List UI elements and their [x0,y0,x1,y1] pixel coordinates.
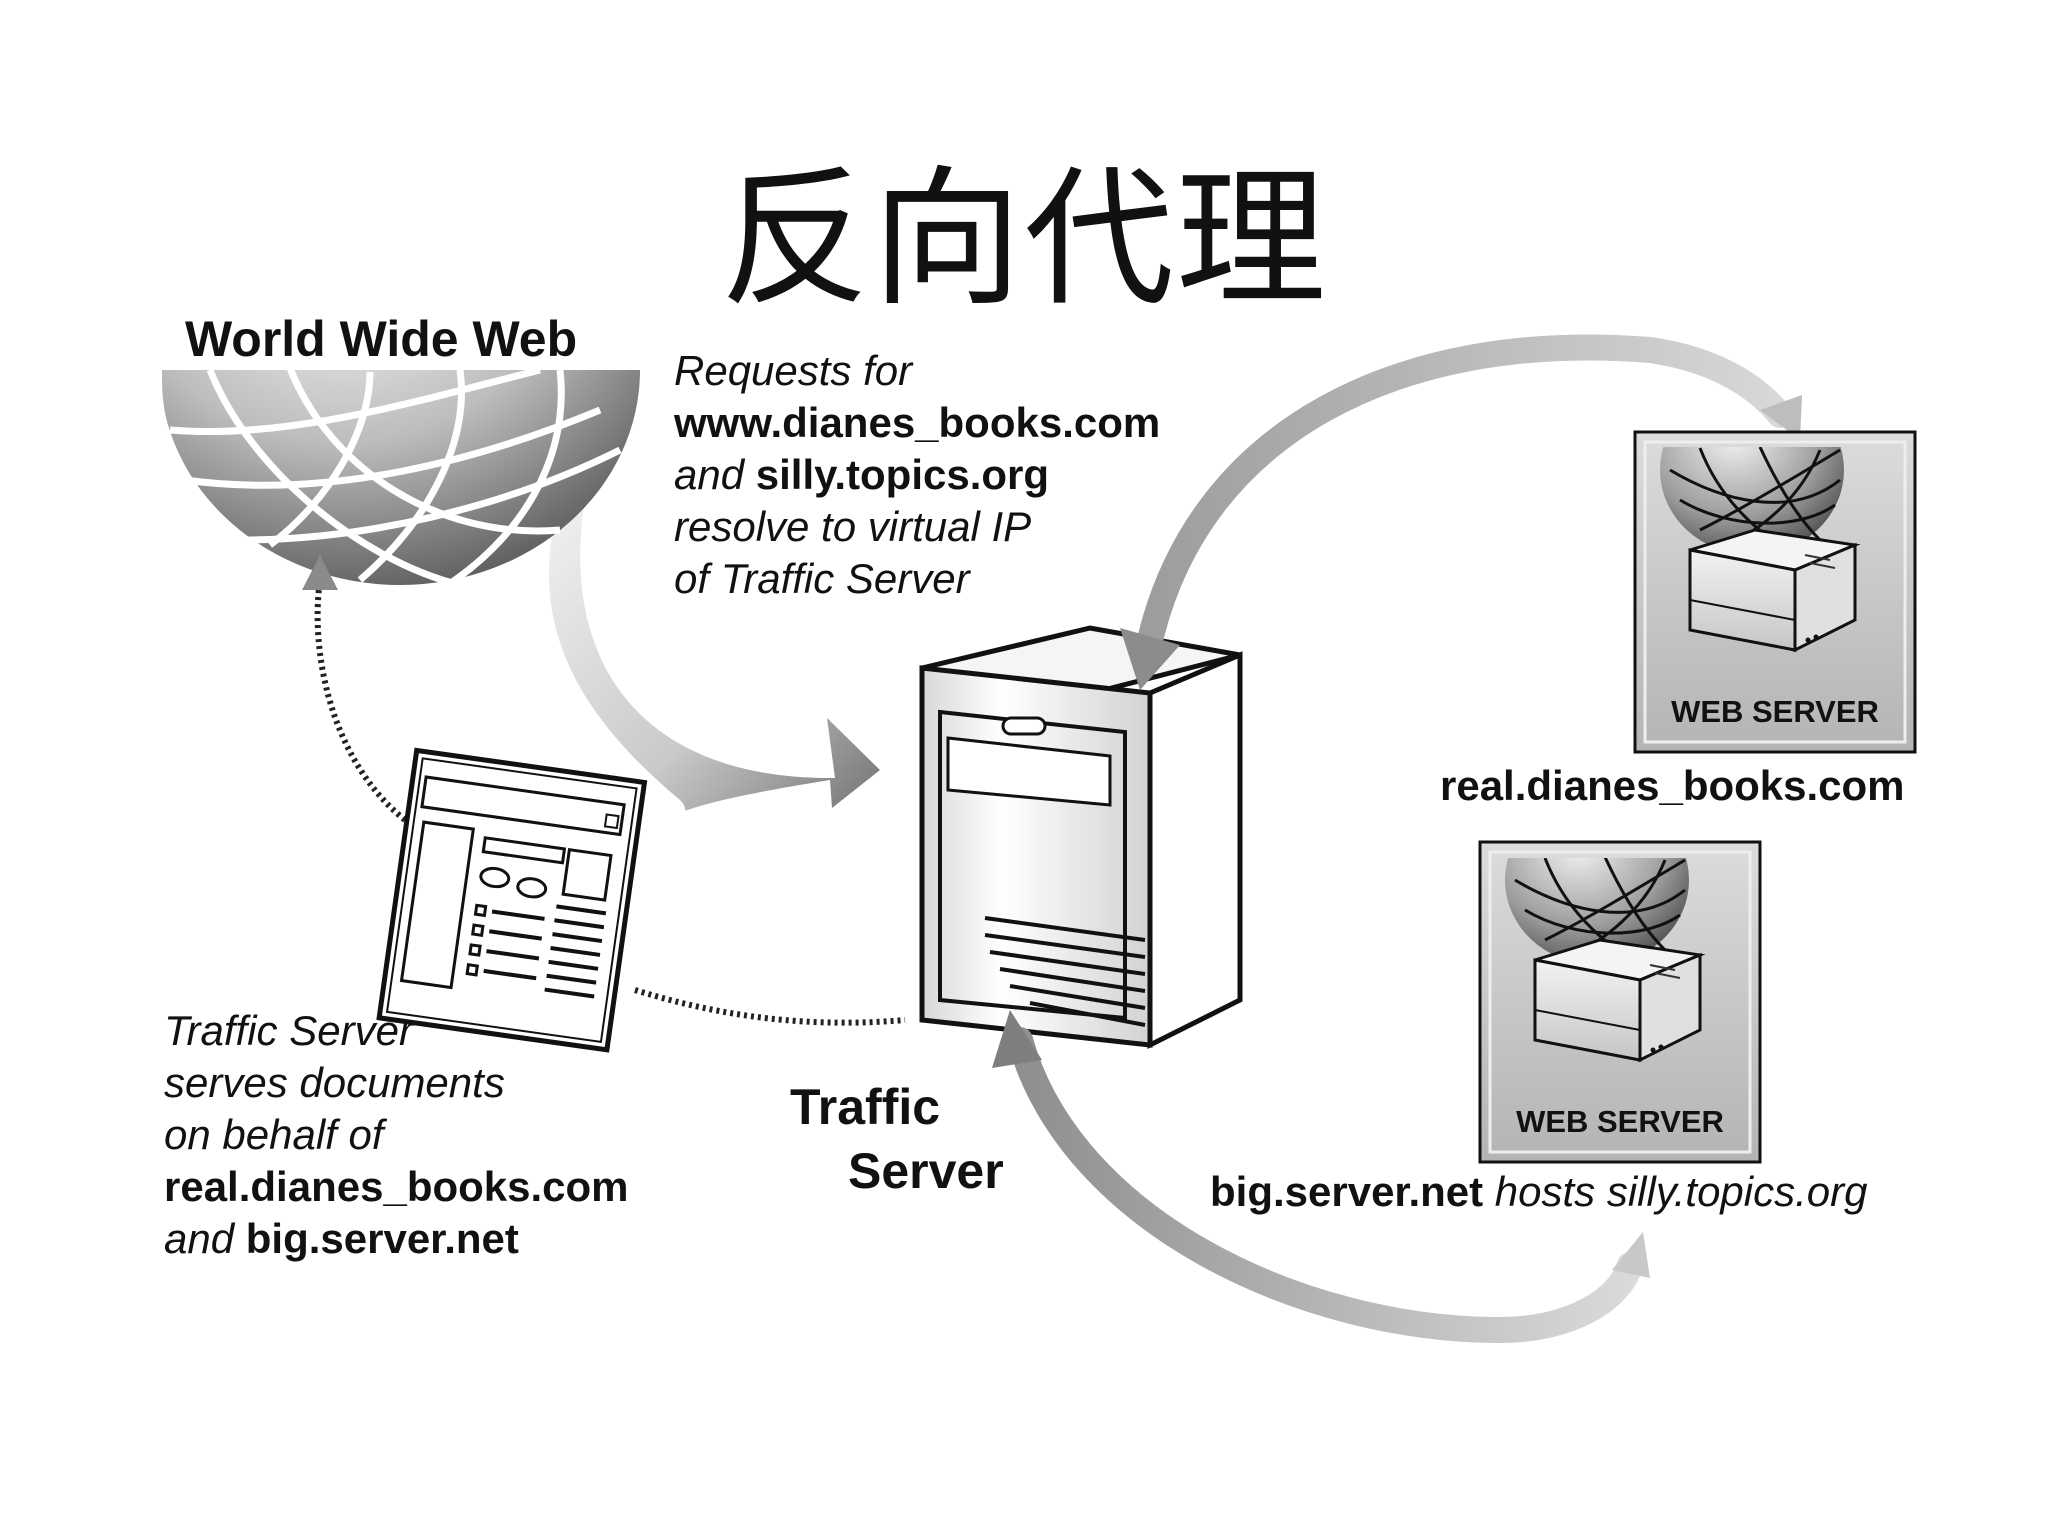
requests-note-line5: of Traffic Server [674,555,970,602]
proxy-dotted-link [634,987,906,1026]
web-server-real-icon: WEB SERVER [1633,430,1917,754]
real-server-arc-arrow [1120,334,1802,690]
requests-note-line1: Requests for [674,347,913,394]
response-dotted-arrow [302,555,407,823]
page-title: 反向代理 [719,153,1328,327]
traffic-server-label-line1: Traffic [790,1079,941,1135]
requests-note-line3-prefix: and [674,451,756,498]
web-document-icon [376,747,648,1053]
real-server-label: real.dianes_books.com [1440,762,1905,809]
big-server-hosts: hosts silly.topics.org [1483,1168,1868,1215]
world-wide-web-label: World Wide Web [185,311,578,367]
web-server-big-icon: WEB SERVER [1478,840,1762,1164]
requests-note-line4: resolve to virtual IP [674,503,1032,550]
traffic-server-note-line4: real.dianes_books.com [164,1163,629,1210]
requests-note-line2: www.dianes_books.com [674,399,1161,446]
traffic-server-note-line5: and big.server.net [164,1213,629,1265]
traffic-server-label: Traffic Server [790,1075,1004,1203]
traffic-server-note-line5-prefix: and [164,1215,246,1262]
traffic-server-note-line5-domain: big.server.net [245,1215,519,1262]
traffic-server-icon [919,625,1243,1050]
traffic-server-note: Traffic Server serves documents on behal… [164,1005,629,1265]
world-wide-web-globe-icon [162,370,640,590]
requests-note-line3: and silly.topics.org [674,449,1160,501]
traffic-server-label-line2: Server [848,1143,1004,1199]
traffic-server-note-line2: serves documents [164,1059,505,1106]
traffic-server-note-line1: Traffic Server [164,1007,413,1054]
web-server-caption: WEB SERVER [1516,1104,1724,1139]
requests-note-line3-domain: silly.topics.org [755,451,1050,498]
big-server-name: big.server.net [1210,1168,1484,1215]
web-server-caption: WEB SERVER [1671,694,1879,729]
traffic-server-note-line3: on behalf of [164,1111,384,1158]
request-arrow [548,470,880,811]
requests-note: Requests for www.dianes_books.com and si… [674,345,1160,605]
big-server-arc-arrow [992,1010,1650,1344]
big-server-label: big.server.net hosts silly.topics.org [1210,1168,1867,1216]
